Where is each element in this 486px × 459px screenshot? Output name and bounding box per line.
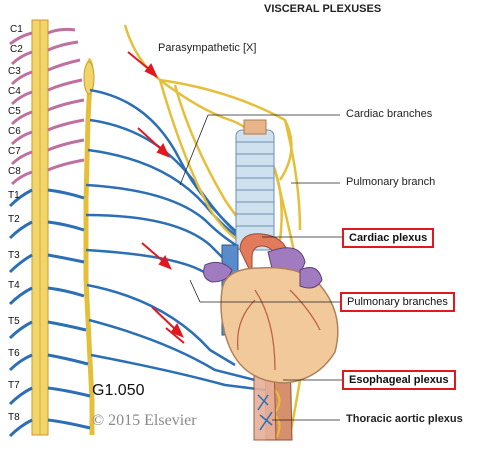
thoracic-nerves bbox=[8, 188, 91, 438]
label-parasympathetic: Parasympathetic [X] bbox=[158, 42, 257, 54]
label-cardiac-branches: Cardiac branches bbox=[346, 108, 433, 120]
sympathetic-branches bbox=[85, 88, 266, 392]
segment-label-t5: T5 bbox=[8, 316, 20, 327]
segment-label-c4: C4 bbox=[8, 86, 21, 97]
segment-label-t6: T6 bbox=[8, 348, 20, 359]
heart-coronary-vessels bbox=[236, 289, 321, 371]
label-cardiac-plexus: Cardiac plexus bbox=[342, 228, 435, 248]
sympathetic-trunk bbox=[83, 57, 95, 435]
segment-label-t4: T4 bbox=[8, 280, 20, 291]
segment-label-c5: C5 bbox=[8, 106, 21, 117]
left-auricle bbox=[299, 267, 323, 289]
trachea bbox=[235, 119, 275, 251]
direction-arrows bbox=[127, 51, 185, 344]
diagram-title: VISCERAL PLEXUSES bbox=[264, 3, 382, 15]
segment-label-t1: T1 bbox=[8, 190, 20, 201]
thoracic-aortic-plexus-fibers bbox=[257, 394, 273, 431]
figure-id: G1.050 bbox=[92, 382, 145, 399]
segment-label-t8: T8 bbox=[8, 412, 20, 423]
copyright-notice: © 2015 Elsevier bbox=[92, 412, 197, 429]
cervical-nerves bbox=[9, 27, 85, 186]
segment-label-t3: T3 bbox=[8, 250, 20, 261]
heart bbox=[220, 266, 339, 384]
segment-label-c6: C6 bbox=[8, 126, 21, 137]
pulmonary-veins bbox=[203, 261, 233, 283]
leader-lines bbox=[179, 114, 342, 421]
label-thoracic-aortic-plexus: Thoracic aortic plexus bbox=[346, 413, 463, 425]
segment-label-c2: C2 bbox=[10, 44, 23, 55]
segment-label-t2: T2 bbox=[8, 214, 20, 225]
label-esophageal-plexus: Esophageal plexus bbox=[342, 370, 456, 390]
segment-label-c8: C8 bbox=[8, 166, 21, 177]
superior-cervical-ganglion bbox=[83, 61, 95, 95]
label-pulmonary-branch: Pulmonary branch bbox=[346, 176, 436, 188]
segment-label-c3: C3 bbox=[8, 66, 21, 77]
segment-label-c1: C1 bbox=[10, 24, 23, 35]
segment-label-t7: T7 bbox=[8, 380, 20, 391]
label-pulmonary-branches: Pulmonary branches bbox=[340, 292, 455, 312]
segment-label-c7: C7 bbox=[8, 146, 21, 157]
